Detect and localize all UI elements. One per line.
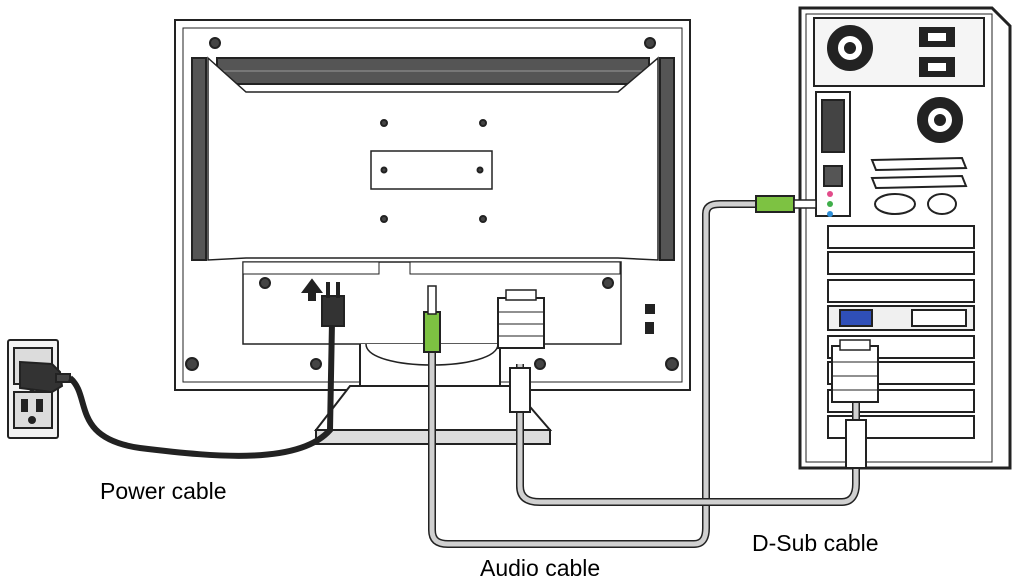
padlock-icon <box>645 304 655 334</box>
power-cable-label: Power cable <box>100 478 227 504</box>
audio-cable <box>423 195 817 548</box>
power-cable <box>67 282 345 459</box>
wall-outlet-icon <box>7 339 71 439</box>
arrow-up-icon <box>301 278 323 301</box>
dsub-cable-label: D-Sub cable <box>752 530 879 556</box>
audio-cable-label: Audio cable <box>480 555 601 581</box>
dsub-cable <box>497 289 879 506</box>
